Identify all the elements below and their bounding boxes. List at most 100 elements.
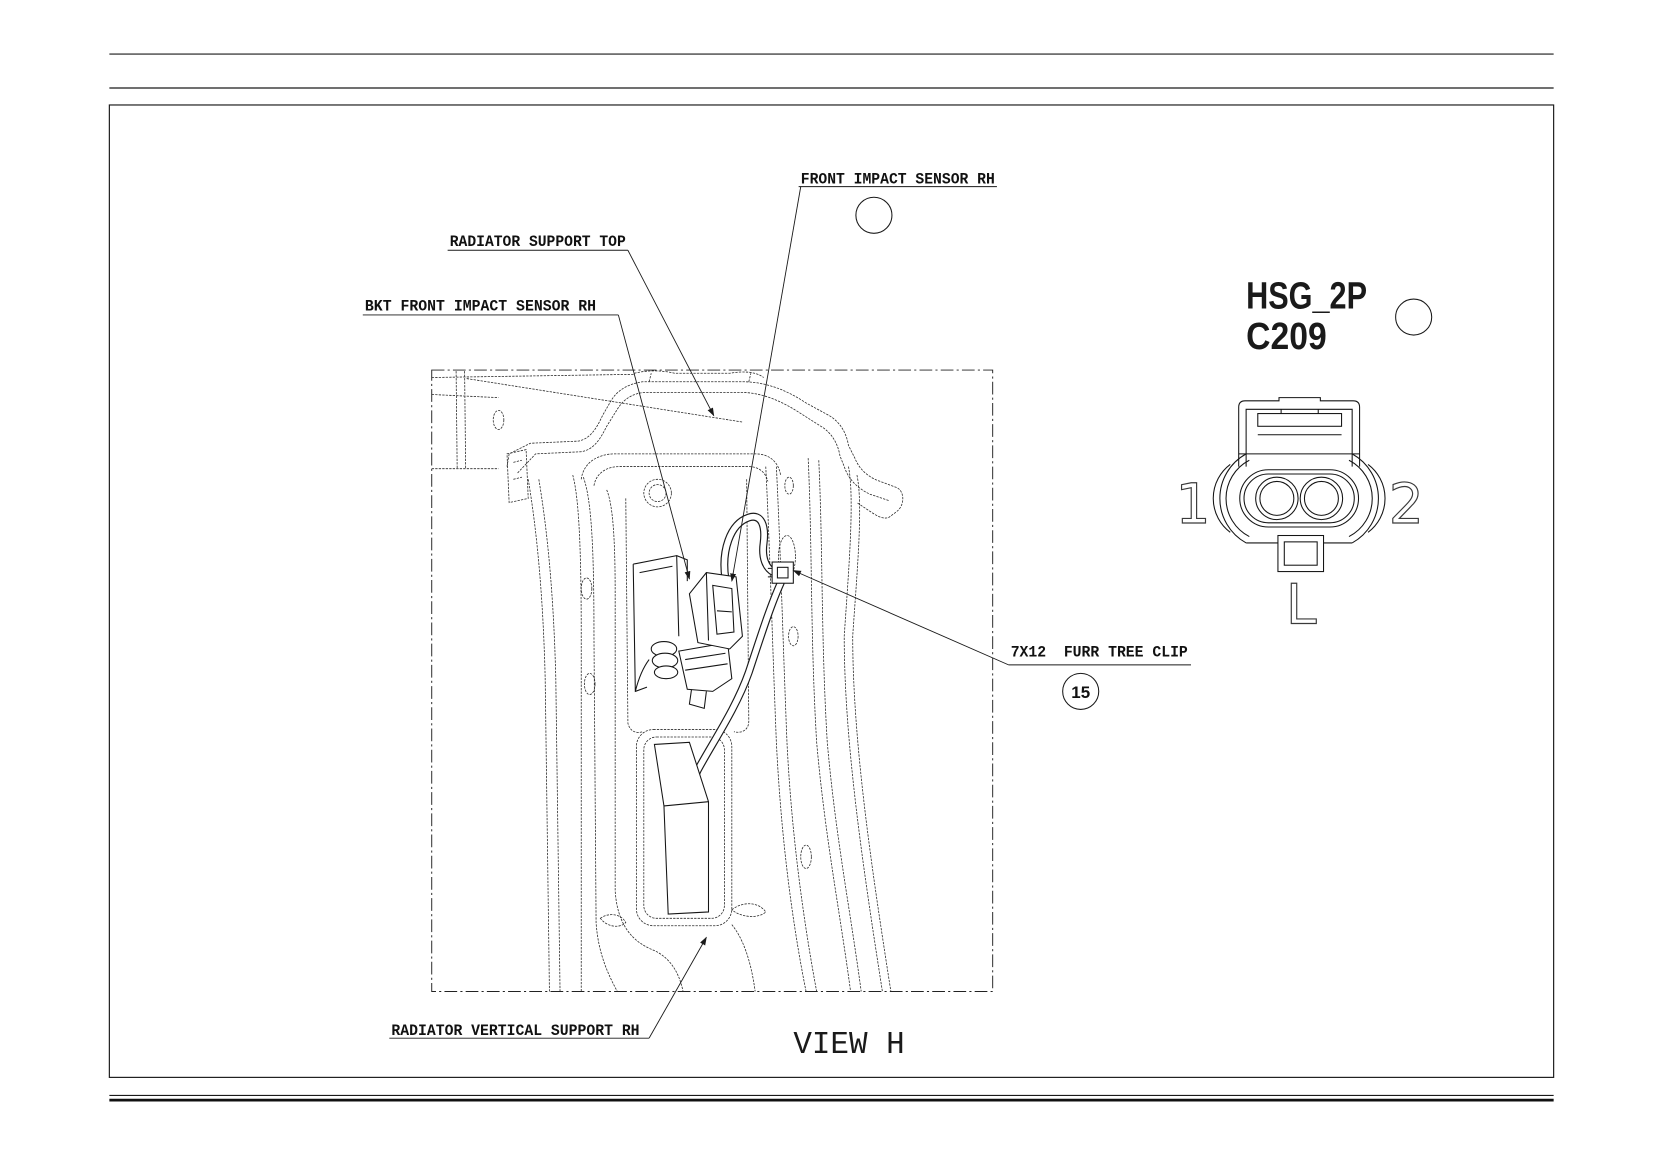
harness-slot-outer [635, 729, 733, 927]
right-leg-line-4 [818, 460, 862, 992]
label-radiator-support-top: RADIATOR SUPPORT TOP [447, 233, 715, 417]
right-leg-line-2 [775, 466, 818, 992]
connector-cavity-window-inner [1243, 473, 1355, 524]
label-front-impact-sensor: FRONT IMPACT SENSOR RH [730, 170, 997, 582]
pin-2-number: 2 [1389, 473, 1424, 537]
connector-cavity-window [1239, 469, 1359, 528]
connector-face-view: 1 2 L [1175, 397, 1424, 638]
terminal-1-outer [1255, 476, 1299, 521]
clip-neck [767, 567, 773, 578]
top-member-edges [431, 371, 743, 470]
connector-seal-right [1367, 464, 1386, 533]
item-callout-circle [1062, 672, 1100, 710]
panel-round-hole-outer [643, 478, 672, 508]
sensor-ribs [685, 652, 728, 671]
connector-top-housing-inner [1245, 408, 1353, 467]
panel-round-hole-inner [648, 484, 667, 502]
blank-callout-circle-sensor [855, 196, 893, 234]
radiator-vertical-support-label: RADIATOR VERTICAL SUPPORT RH [391, 1022, 639, 1040]
upper-outline-inner [517, 391, 889, 501]
terminal-1-inner [1259, 480, 1295, 516]
wire-loop-core [721, 513, 778, 582]
connector-body-right [1351, 453, 1379, 544]
connector-body-left-inner [1225, 459, 1250, 538]
sensor-connector-c209 [688, 572, 743, 650]
left-leg-line-2 [538, 479, 561, 992]
center-panel-right-side [733, 479, 750, 733]
radiator-support-top-member [431, 371, 743, 504]
support-upper-bracket [506, 370, 904, 519]
panel-top-edge-inner [593, 466, 769, 486]
connector-lock-bar [1257, 413, 1343, 427]
right-leg-line-5 [843, 466, 883, 992]
left-leg-line-3 [572, 474, 582, 992]
bkt-front-impact-sensor-label: BKT FRONT IMPACT SENSOR RH [365, 298, 596, 316]
connector-top-housing [1238, 397, 1361, 467]
left-leg-line-4 [582, 477, 618, 992]
sheet-frame [108, 53, 1555, 1102]
upper-top-ridge [634, 370, 764, 382]
connector-id: C209 [1246, 315, 1327, 358]
upper-outline-outer [506, 381, 904, 519]
connector-bottom-tab-inner [1283, 541, 1318, 566]
item-callout-number: 15 [1071, 683, 1090, 702]
top-member-block [506, 449, 529, 504]
label-bkt-front-impact-sensor: BKT FRONT IMPACT SENSOR RH [362, 298, 691, 580]
clip-head [771, 561, 794, 584]
furr-tree-clip [767, 561, 794, 584]
terminal-2-inner [1303, 480, 1339, 516]
connector-body-right-inner [1348, 459, 1373, 538]
furr-tree-clip-label: 7X12 FURR TREE CLIP [1011, 643, 1188, 661]
left-leg-line-5 [606, 489, 684, 992]
bracket-plate [632, 555, 688, 693]
terminal-2-outer [1299, 476, 1344, 521]
connector-body-left [1219, 453, 1247, 544]
connector-callout: HSG_2P C209 [1246, 275, 1433, 358]
clip-mounting-hole [778, 535, 796, 579]
view-h-boundary [431, 369, 994, 992]
harness-slot-inner [643, 736, 725, 919]
connector-shell [688, 572, 743, 650]
center-panel-left-side [625, 498, 643, 733]
bottom-drain-left [599, 914, 627, 927]
right-leg-hole-low [800, 844, 812, 869]
label-radiator-vertical-support: RADIATOR VERTICAL SUPPORT RH [389, 936, 707, 1040]
connector-details [705, 572, 732, 641]
connector-housing-name: HSG_2P [1246, 275, 1367, 318]
right-leg-line-3 [807, 458, 851, 992]
panel-top-edge-outer [580, 453, 781, 480]
radiator-support-top-leader [627, 250, 715, 417]
right-leg-line-1 [765, 466, 807, 992]
radiator-vertical-support-leader [648, 936, 707, 1039]
left-leg-hole-lower [584, 672, 596, 695]
view-h-detail [431, 370, 904, 992]
right-leg-hole-mid [788, 626, 799, 647]
vertical-support-right-leg [765, 458, 892, 992]
wire-color-code: L [1286, 574, 1317, 638]
front-impact-sensor-label: FRONT IMPACT SENSOR RH [801, 170, 995, 188]
drawing-border [108, 104, 1555, 1078]
connector-lock-line [1238, 434, 1360, 455]
bkt-leader [617, 314, 691, 580]
left-leg-line-1 [527, 479, 550, 992]
pin-1-number: 1 [1176, 473, 1211, 537]
radiator-support-top-label: RADIATOR SUPPORT TOP [450, 233, 626, 251]
sensor-stud-ring-3 [653, 665, 679, 680]
connector-latch [712, 584, 735, 635]
furr-tree-clip-leader [792, 570, 1009, 666]
view-title: VIEW H [793, 1027, 904, 1063]
left-leg-hole-upper [580, 577, 593, 600]
blank-callout-circle-connector [1395, 298, 1433, 336]
label-furr-tree-clip: 7X12 FURR TREE CLIP 15 [792, 570, 1191, 710]
clip-head-inner [776, 566, 789, 579]
right-leg-line-6 [852, 474, 892, 992]
bottom-drain-right [731, 903, 767, 917]
top-member-oval-hole [492, 409, 505, 430]
vertical-support-left-leg [527, 474, 684, 992]
sensor-nub [688, 689, 707, 710]
connector-seal-left [1212, 464, 1231, 533]
center-panel [599, 479, 767, 992]
front-impact-sensor [650, 641, 733, 710]
bkt-front-impact-sensor [632, 555, 688, 693]
